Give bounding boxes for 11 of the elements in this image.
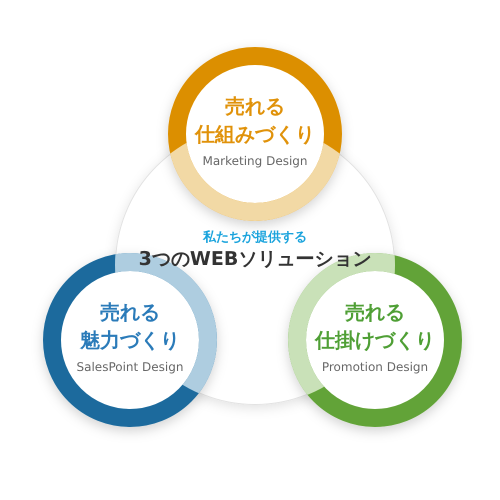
title: 3つのWEBソリューション [138,247,372,272]
title: 売れる [225,93,285,120]
title: 売れる [345,299,405,326]
title: 仕組みづくり [195,121,315,148]
subtitle: Promotion Design [322,360,428,374]
subtitle: Marketing Design [202,154,308,168]
subtitle: 私たちが提供する [202,229,308,246]
title: 仕掛けづくり [315,327,435,354]
title: 魅力づくり [80,327,180,354]
title: 売れる [100,299,160,326]
subtitle: SalesPoint Design [76,360,184,374]
